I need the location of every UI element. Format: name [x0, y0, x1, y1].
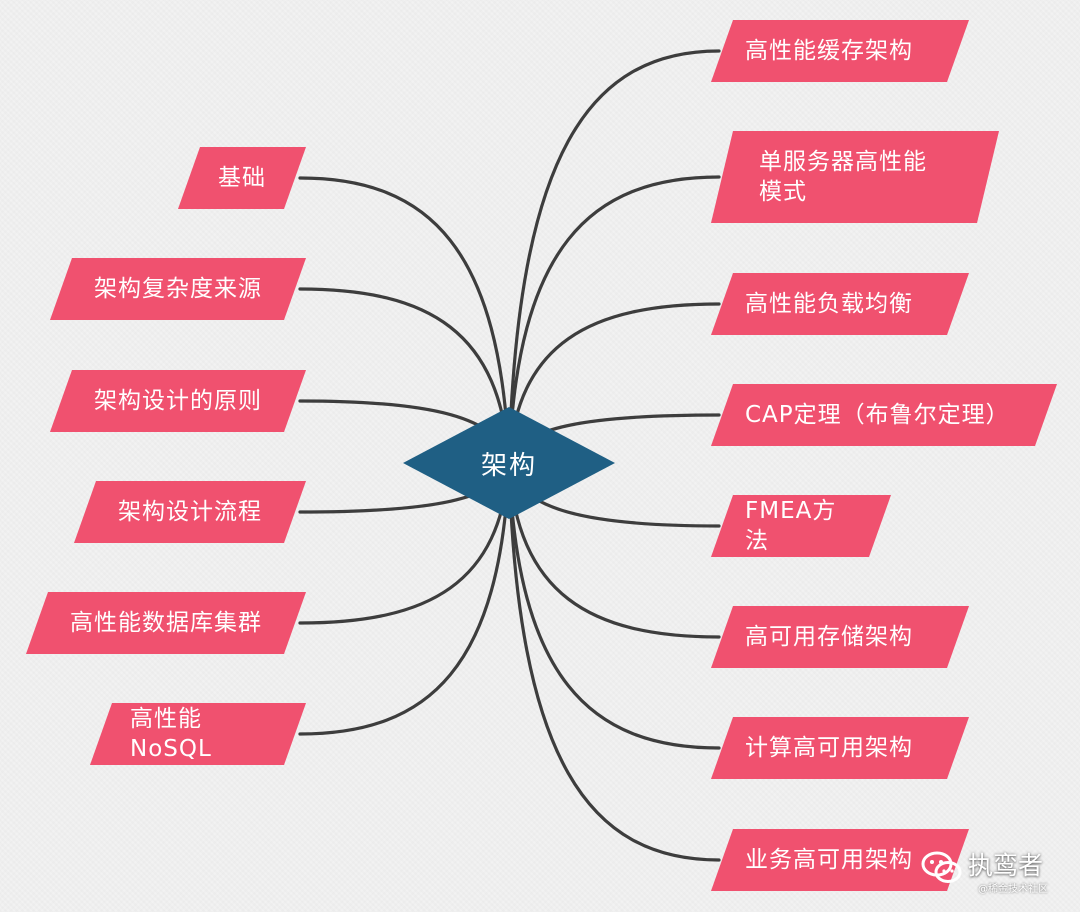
- connector-ha-business: [507, 461, 721, 862]
- topic-db-cluster[interactable]: 高性能数据库集群: [26, 592, 306, 654]
- topic-label: 架构复杂度来源: [94, 276, 262, 302]
- topic-label: CAP定理（布鲁尔定理）: [745, 402, 1010, 428]
- topic-cap[interactable]: CAP定理（布鲁尔定理）: [711, 384, 1057, 446]
- topic-complexity[interactable]: 架构复杂度来源: [50, 258, 306, 320]
- topic-ha-storage[interactable]: 高可用存储架构: [711, 606, 969, 668]
- topic-label: 高性能数据库集群: [70, 610, 262, 636]
- topic-label: 基础: [218, 165, 266, 191]
- topic-ha-compute[interactable]: 计算高可用架构: [711, 717, 969, 779]
- connector-single-server: [507, 175, 721, 465]
- topic-label: 计算高可用架构: [745, 735, 913, 761]
- center-topic-label: 架构: [480, 450, 537, 481]
- topic-single-server[interactable]: 单服务器高性能 模式: [711, 131, 999, 223]
- topic-label: 高可用存储架构: [745, 624, 913, 650]
- connector-nosql: [298, 461, 511, 736]
- topic-label: 架构设计的原则: [94, 388, 262, 414]
- topic-label: 高性能NoSQL: [130, 706, 212, 762]
- connector-base: [298, 176, 511, 465]
- watermark: 执鸾者 @稀金技术社区: [920, 842, 1078, 908]
- topic-process[interactable]: 架构设计流程: [74, 481, 306, 543]
- watermark-brand: 执鸾者: [968, 851, 1044, 880]
- topic-label: 高性能负载均衡: [745, 291, 913, 317]
- connector-cache: [507, 49, 721, 465]
- topic-load-balance[interactable]: 高性能负载均衡: [711, 273, 969, 335]
- topic-cache[interactable]: 高性能缓存架构: [711, 20, 969, 82]
- topic-principles[interactable]: 架构设计的原则: [50, 370, 306, 432]
- topic-ha-business[interactable]: 业务高可用架构: [711, 829, 969, 891]
- watermark-subtitle: @稀金技术社区: [978, 884, 1048, 895]
- topic-label: 单服务器高性能 模式: [759, 149, 927, 205]
- topic-label: 架构设计流程: [118, 499, 262, 525]
- topic-label: 高性能缓存架构: [745, 38, 913, 64]
- center-topic[interactable]: 架构: [403, 407, 615, 519]
- topic-label: 业务高可用架构: [745, 847, 913, 873]
- connector-ha-compute: [507, 461, 721, 750]
- wechat-icon: [921, 851, 962, 883]
- topic-fmea[interactable]: FMEA方法: [711, 495, 891, 557]
- topic-base[interactable]: 基础: [178, 147, 306, 209]
- topic-label: FMEA方法: [745, 498, 837, 554]
- topic-nosql[interactable]: 高性能NoSQL: [90, 703, 306, 765]
